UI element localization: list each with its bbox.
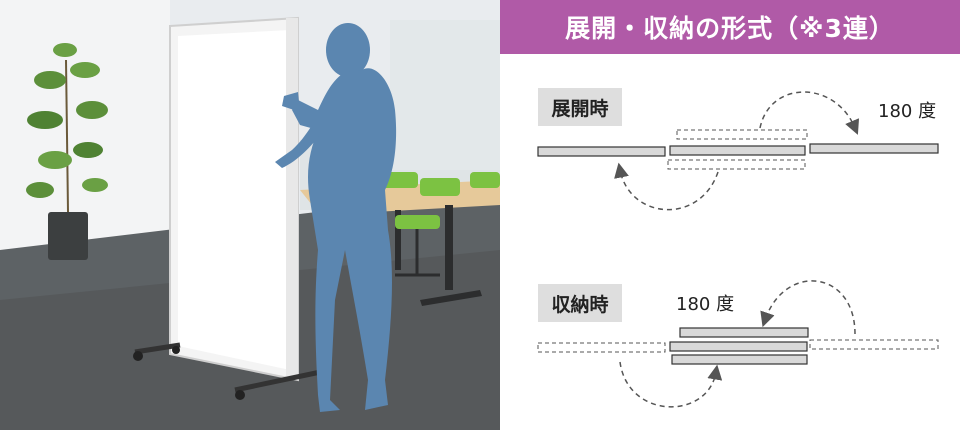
stored-panel-top xyxy=(679,327,809,338)
expanded-label: 展開時 xyxy=(538,88,622,126)
stored-label-text: 収納時 xyxy=(551,293,609,316)
expanded-arrow-bottom xyxy=(614,162,719,211)
header-title: 展開・収納の形式（※3連） xyxy=(565,14,895,43)
stored-arrow-top xyxy=(760,280,856,335)
plant xyxy=(26,43,108,260)
stored-angle-label: 180 度 xyxy=(676,294,735,315)
expanded-angle-label: 180 度 xyxy=(878,101,937,122)
stored-label: 収納時 xyxy=(538,284,622,322)
stored-arrow-bottom xyxy=(619,361,723,408)
product-photo xyxy=(0,0,500,430)
stored-panels xyxy=(537,280,939,408)
stored-panel-bottom xyxy=(671,354,808,365)
expanded-panel-center xyxy=(669,145,806,156)
expanded-ghost-top xyxy=(676,129,808,140)
partition-panel xyxy=(133,16,331,400)
chairs xyxy=(380,172,500,277)
expanded-label-text: 展開時 xyxy=(551,97,609,120)
expanded-panel-left xyxy=(537,146,666,157)
section-header: 展開・収納の形式（※3連） xyxy=(500,0,960,54)
expanded-ghost-bottom xyxy=(667,159,806,170)
expanded-panel-right xyxy=(809,143,939,154)
fold-diagram xyxy=(537,91,939,408)
expanded-panels xyxy=(537,91,939,211)
stored-ghost-right xyxy=(809,339,939,350)
stored-panel-middle xyxy=(669,341,808,352)
person-silhouette xyxy=(275,23,397,413)
stored-ghost-left xyxy=(537,342,666,353)
expanded-arrow-top xyxy=(759,91,860,135)
